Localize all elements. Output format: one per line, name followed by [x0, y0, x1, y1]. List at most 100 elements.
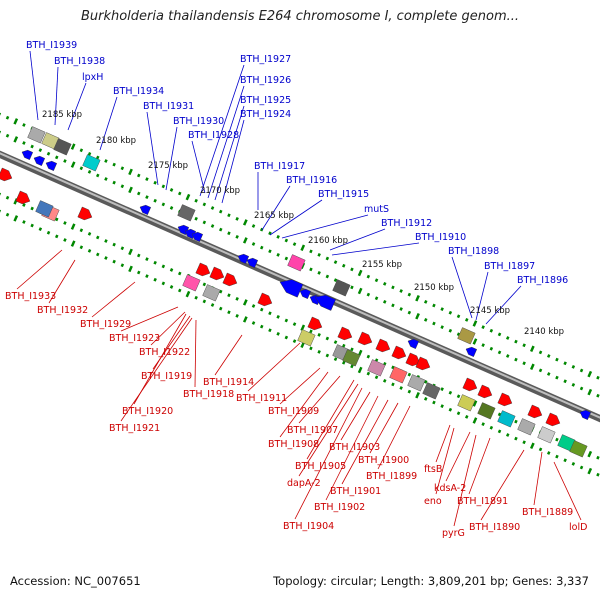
- gene-block: [202, 284, 221, 302]
- tick-dot: [464, 415, 469, 419]
- tick-dot: [145, 195, 149, 199]
- leader-line: [281, 214, 369, 239]
- upper-gene-label: BTH_I1931: [143, 101, 194, 112]
- tick-dot: [136, 191, 141, 196]
- tick-dot: [472, 400, 478, 407]
- tick-dot: [128, 168, 133, 176]
- tick-dot: [128, 186, 133, 194]
- tick-dot: [169, 285, 174, 289]
- leader-line: [191, 140, 206, 194]
- summary-text: Topology: circular; Length: 3,809,201 bp…: [273, 574, 589, 588]
- tick-dot: [522, 361, 526, 366]
- tick-dot: [120, 246, 125, 251]
- tick-dot: [481, 343, 485, 348]
- lower-gene-label: lolD: [569, 522, 587, 533]
- upper-gene-label: BTH_I1910: [415, 232, 466, 243]
- gene-block: [182, 274, 201, 292]
- tick-dot: [5, 133, 10, 138]
- tick-dot: [391, 285, 395, 290]
- tick-dot: [161, 202, 166, 207]
- tick-dot: [87, 151, 92, 156]
- tick-dot: [79, 166, 84, 171]
- tick-dot: [579, 368, 584, 373]
- lower-gene-label: BTH_I1899: [366, 471, 417, 482]
- accession-text: Accession: NC_007651: [10, 574, 141, 588]
- tick-dot: [161, 264, 166, 269]
- leader-line: [91, 281, 136, 318]
- upper-gene-label: BTH_I1916: [286, 175, 337, 186]
- reverse-gene-arrow: [465, 346, 478, 357]
- tick-dot: [481, 422, 485, 427]
- tick-dot: [177, 271, 182, 276]
- tick-dot: [317, 271, 321, 275]
- tick-dot: [251, 304, 256, 308]
- tick-dot: [472, 417, 478, 424]
- tick-dot: [333, 340, 338, 345]
- forward-gene-arrow: [77, 206, 93, 221]
- tick-dot: [399, 289, 403, 293]
- tick-dot: [546, 354, 551, 358]
- leader-line: [54, 66, 59, 126]
- leader-line: [331, 242, 420, 256]
- tick-dot: [268, 249, 272, 254]
- tick-dot: [350, 347, 354, 352]
- reverse-gene-arrow: [237, 253, 250, 264]
- lower-gene-label: pyrG: [442, 528, 465, 539]
- tick-dot: [440, 325, 444, 329]
- tick-dot: [70, 223, 76, 230]
- tick-dot: [309, 267, 313, 272]
- tick-dot: [538, 350, 543, 355]
- tick-dot: [276, 331, 280, 336]
- tick-dot: [210, 303, 215, 307]
- leader-line: [475, 271, 489, 321]
- leader-line: [325, 395, 379, 501]
- tick-dot: [456, 394, 461, 399]
- tick-dot: [284, 256, 289, 261]
- leader-line: [453, 434, 477, 527]
- leader-line: [480, 449, 525, 521]
- tick-dot: [571, 364, 576, 369]
- lower-gene-label: dapA-2: [287, 478, 321, 489]
- reverse-gene-arrow: [33, 155, 46, 166]
- forward-gene-arrow: [195, 262, 211, 277]
- gene-block: [569, 440, 588, 458]
- gene-labels: BTH_I1939BTH_I1938lpxHBTH_I1934BTH_I1931…: [5, 40, 587, 539]
- tick-dot: [54, 234, 59, 239]
- gene-block: [477, 402, 496, 420]
- tick-dot: [87, 169, 92, 174]
- tick-dot: [555, 437, 559, 442]
- tick-dot: [210, 224, 215, 228]
- tick-dot: [300, 244, 306, 251]
- forward-gene-arrow: [545, 412, 561, 427]
- tick-dot: [587, 450, 593, 458]
- tick-dot: [0, 112, 2, 116]
- lower-gene-label: BTH_I1907: [287, 425, 338, 436]
- tick-dot: [104, 256, 108, 260]
- leader-line: [120, 317, 193, 422]
- tick-dot: [587, 370, 593, 378]
- tick-dot: [529, 345, 535, 353]
- tick-dot: [571, 461, 576, 466]
- tick-dot: [242, 316, 248, 323]
- tick-dot: [95, 235, 100, 240]
- tick-dot: [374, 278, 379, 283]
- leader-line: [435, 424, 451, 463]
- lower-gene-label: BTH_I1900: [358, 455, 409, 466]
- tick-dot: [259, 245, 264, 250]
- reverse-gene-arrow: [246, 257, 259, 268]
- forward-gene-arrow: [462, 377, 478, 392]
- tick-dot: [54, 217, 59, 222]
- tick-dot: [325, 353, 330, 358]
- tick-dot: [227, 231, 231, 236]
- tick-dot: [259, 307, 264, 312]
- forward-gene-arrow: [405, 352, 421, 367]
- upper-gene-label: mutS: [364, 204, 389, 215]
- tick-dot: [22, 220, 26, 224]
- tick-dot: [145, 257, 149, 261]
- tick-dot: [79, 245, 84, 250]
- leader-line: [533, 451, 543, 506]
- tick-dot: [169, 188, 174, 192]
- forward-gene-arrow: [337, 326, 353, 341]
- leader-line: [221, 119, 245, 204]
